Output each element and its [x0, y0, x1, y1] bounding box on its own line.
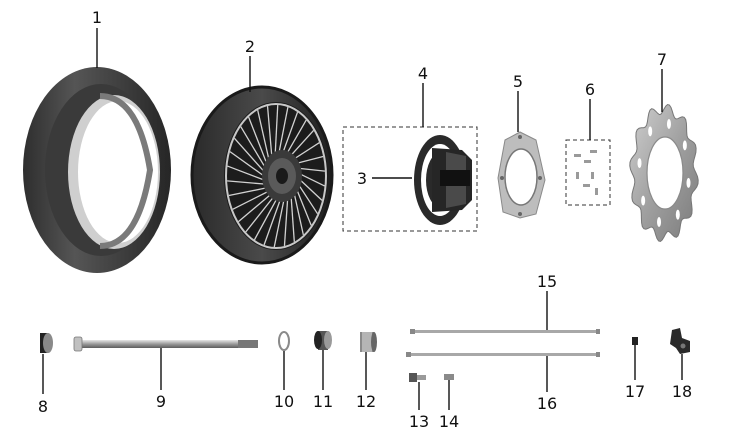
callout-3: 3 [357, 169, 367, 188]
disc-hole [682, 140, 687, 151]
part-rod-15 [410, 329, 600, 334]
spoke [277, 107, 289, 157]
spoke [240, 126, 266, 169]
callout-7: 7 [657, 50, 667, 69]
part-sensor-18 [670, 328, 690, 354]
spoke [227, 165, 265, 181]
part-brake-disc [629, 103, 699, 243]
part-rod-16 [406, 352, 600, 357]
callout-4: 4 [418, 64, 428, 83]
callout-17: 17 [625, 382, 645, 401]
part-spoked-wheel [190, 85, 334, 265]
spoke [232, 190, 270, 210]
callout-16: 16 [537, 394, 557, 413]
callout-2: 2 [245, 37, 255, 56]
callout-10: 10 [274, 392, 294, 411]
callout-12: 12 [356, 392, 376, 411]
part-pin-14 [444, 374, 454, 380]
part-block-17 [632, 337, 638, 345]
disc-hole [675, 209, 680, 220]
callout-8: 8 [38, 397, 48, 416]
part-ring [278, 331, 290, 351]
disc-hole [648, 126, 653, 137]
spoke [229, 151, 265, 177]
part-spacer-left [40, 333, 53, 353]
spoke [274, 105, 279, 158]
spoke [263, 195, 283, 246]
disc-hole [637, 158, 642, 169]
group-box-6 [565, 139, 611, 206]
part-sprocket-carrier [414, 135, 472, 225]
part-tire [23, 67, 171, 273]
part-axle [73, 336, 258, 352]
callout-13: 13 [409, 412, 429, 431]
disc-hole [666, 118, 671, 129]
leader-lines [42, 28, 683, 410]
spoke [253, 195, 279, 241]
callout-9: 9 [156, 392, 166, 411]
spoke [273, 194, 286, 248]
spoke [283, 193, 289, 246]
spoke [266, 106, 273, 159]
callout-6: 6 [585, 80, 595, 99]
spoke [238, 192, 273, 223]
callout-15: 15 [537, 272, 557, 291]
spoke [257, 110, 270, 162]
part-axle-nut [360, 332, 377, 352]
spoke [228, 187, 268, 197]
callout-labels: 1 2 3 4 5 6 7 8 9 10 11 12 13 14 15 16 1… [38, 8, 692, 431]
callout-1: 1 [92, 8, 102, 27]
group-box-4 [342, 126, 478, 232]
callout-14: 14 [439, 412, 459, 431]
callout-11: 11 [313, 392, 333, 411]
part-abs-ring [497, 131, 546, 219]
part-bolt-set [574, 150, 598, 195]
callout-5: 5 [513, 72, 523, 91]
disc-hole [641, 195, 646, 206]
spoke [281, 111, 299, 157]
part-bushing [314, 331, 332, 350]
spoke [284, 119, 307, 158]
spoke [227, 180, 266, 185]
disc-hole [657, 217, 662, 228]
spoke [233, 137, 265, 173]
spoke [290, 190, 295, 242]
spoke [245, 194, 276, 233]
callout-18: 18 [672, 382, 692, 401]
spoke [248, 116, 268, 165]
part-bolt-13 [409, 373, 426, 382]
disc-hole [686, 177, 691, 188]
